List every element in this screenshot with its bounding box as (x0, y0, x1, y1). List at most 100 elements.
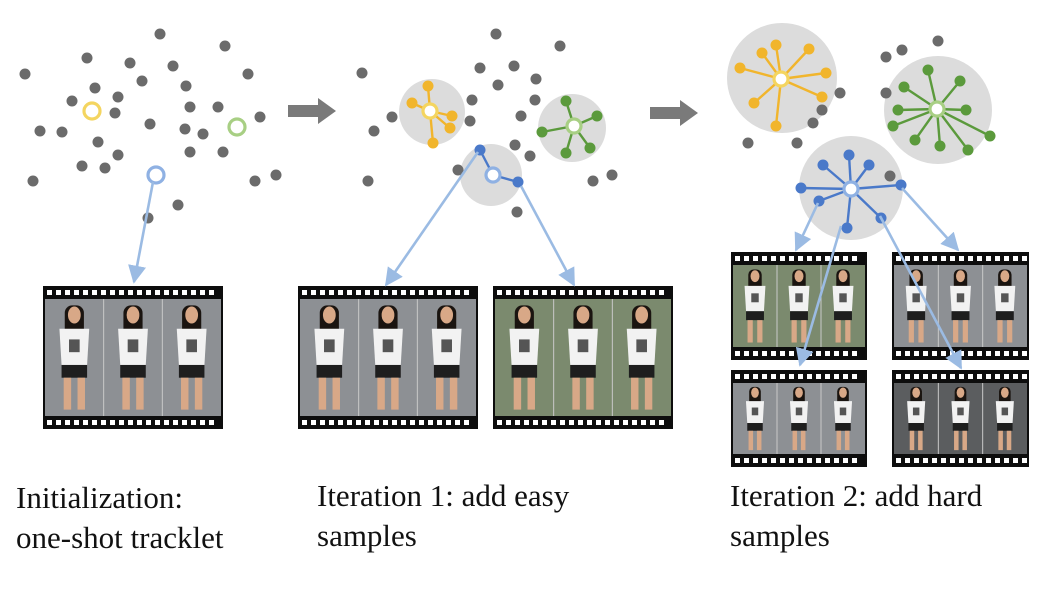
unlabeled-sample-dot (880, 51, 892, 63)
sprocket-hole (641, 420, 646, 425)
pedestrian-leg (332, 377, 340, 410)
green-cluster-sample (922, 64, 934, 76)
pedestrian-head (956, 387, 965, 398)
sprocket-hole (923, 256, 928, 261)
sprocket-hole (65, 290, 70, 295)
pedestrian-shorts (790, 311, 808, 321)
filmstrip-tracklet (493, 286, 673, 429)
sprocket-hole (419, 290, 424, 295)
sprocket-hole (932, 458, 937, 463)
pedestrian-leg (756, 430, 762, 451)
unlabeled-sample-dot (515, 110, 527, 122)
sprocket-hole (825, 256, 830, 261)
sprocket-hole (896, 256, 901, 261)
pedestrian-head (912, 387, 921, 398)
sprocket-hole (950, 374, 955, 379)
green-cluster-sample (962, 144, 974, 156)
sprocket-hole (560, 290, 565, 295)
sprocket-hole (524, 420, 529, 425)
blue-cluster-sample (841, 222, 853, 234)
pedestrian-leg (513, 377, 522, 410)
sprocket-hole (950, 256, 955, 261)
pedestrian-head (440, 306, 454, 324)
sprocket-hole (542, 420, 547, 425)
sprocket-hole (995, 374, 1000, 379)
pedestrian-shorts (628, 364, 655, 378)
sprocket-hole (302, 420, 307, 425)
sprocket-hole (1004, 374, 1009, 379)
unlabeled-sample-dot (466, 94, 478, 106)
sprocket-hole (735, 256, 740, 261)
link-arrow (128, 181, 155, 284)
sprocket-hole (182, 290, 187, 295)
one-shot-ring (227, 117, 247, 137)
sprocket-hole (762, 374, 767, 379)
sprocket-hole (1013, 374, 1018, 379)
green-cluster-edge (936, 107, 991, 138)
sprocket-hole (852, 374, 857, 379)
sprocket-hole (914, 256, 919, 261)
sprocket-hole (614, 420, 619, 425)
sprocket-hole (834, 256, 839, 261)
pedestrian-print (127, 339, 139, 353)
sprocket-hole (1004, 458, 1009, 463)
sprocket-hole (623, 420, 628, 425)
pedestrian-head (956, 270, 965, 283)
sprocket-hole (419, 420, 424, 425)
sprocket-hole (735, 351, 740, 356)
sprocket-hole (329, 290, 334, 295)
unlabeled-sample-dot (270, 169, 282, 181)
blue-cluster-sample (817, 159, 829, 171)
pedestrian-print (839, 407, 847, 416)
sprocket-hole (932, 374, 937, 379)
pedestrian-shorts (316, 364, 343, 378)
pedestrian-leg (436, 377, 444, 410)
pedestrian-shorts (511, 364, 538, 378)
sprocket-hole (753, 256, 758, 261)
sprocket-hole (569, 420, 574, 425)
blue-cluster-sample (895, 179, 907, 191)
green-cluster-sample (984, 130, 996, 142)
sprocket-hole (437, 420, 442, 425)
yellow-cluster-sample (770, 39, 782, 51)
link-arrow (519, 185, 576, 287)
pedestrian-head (517, 306, 531, 324)
sprocket-hole (923, 374, 928, 379)
sprocket-hole (374, 420, 379, 425)
filmstrip-tracklet (298, 286, 478, 429)
pedestrian-leg (844, 430, 850, 451)
unlabeled-sample-dot (112, 91, 124, 103)
unlabeled-sample-dot (99, 162, 111, 174)
pedestrian-print (795, 407, 803, 416)
sprocket-hole (896, 351, 901, 356)
sprocket-hole (464, 290, 469, 295)
pedestrian-print (1001, 293, 1009, 303)
sprocket-hole (596, 420, 601, 425)
pedestrian-leg (136, 377, 144, 410)
pedestrian-leg (954, 430, 959, 451)
pedestrian-leg (747, 320, 753, 343)
sprocket-hole (834, 351, 839, 356)
sprocket-hole (455, 290, 460, 295)
pedestrian-leg (998, 430, 1003, 451)
sprocket-hole (101, 420, 106, 425)
sprocket-hole (771, 351, 776, 356)
sprocket-hole (347, 290, 352, 295)
sprocket-hole (659, 290, 664, 295)
sprocket-hole (551, 420, 556, 425)
green-cluster-sample (898, 81, 910, 93)
pedestrian-leg (908, 320, 914, 343)
yellow-cluster-sample (422, 80, 434, 92)
unlabeled-sample-dot (76, 160, 88, 172)
sprocket-hole (83, 420, 88, 425)
sprocket-hole (753, 374, 758, 379)
pedestrian-shorts (952, 423, 969, 431)
unlabeled-sample-dot (136, 75, 148, 87)
pedestrian-shorts (746, 311, 764, 321)
unlabeled-sample-dot (452, 164, 464, 176)
sprocket-hole (753, 351, 758, 356)
sprocket-hole (852, 458, 857, 463)
sprocket-hole (650, 290, 655, 295)
link-arrow (795, 225, 843, 367)
pedestrian-leg (63, 377, 72, 410)
